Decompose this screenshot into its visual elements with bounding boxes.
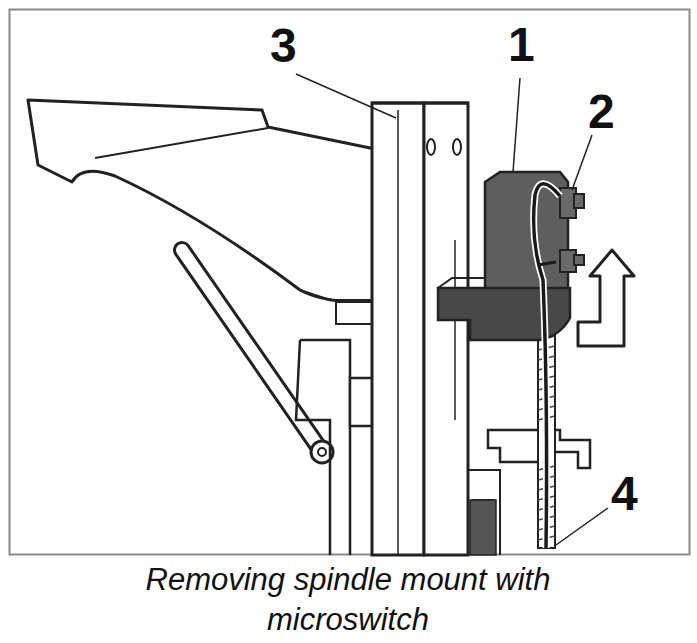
leader-line: [513, 78, 520, 172]
callout-number: 2: [588, 88, 615, 136]
callout-number: 3: [270, 22, 297, 70]
direction-arrow: [578, 250, 634, 346]
spindle-mount: [438, 288, 570, 340]
leader-line: [296, 74, 396, 118]
caption: Removing spindle mount with microswitch: [118, 560, 578, 640]
column: [372, 103, 424, 555]
frame: [10, 10, 690, 555]
leader-line: [572, 135, 592, 190]
cable: [534, 184, 560, 548]
callout-number: 1: [508, 21, 535, 69]
callout-number: 4: [611, 470, 638, 518]
leader-line: [556, 508, 608, 545]
hinge: [336, 302, 376, 324]
backrest-edge: [95, 128, 268, 158]
strut: [182, 250, 322, 452]
